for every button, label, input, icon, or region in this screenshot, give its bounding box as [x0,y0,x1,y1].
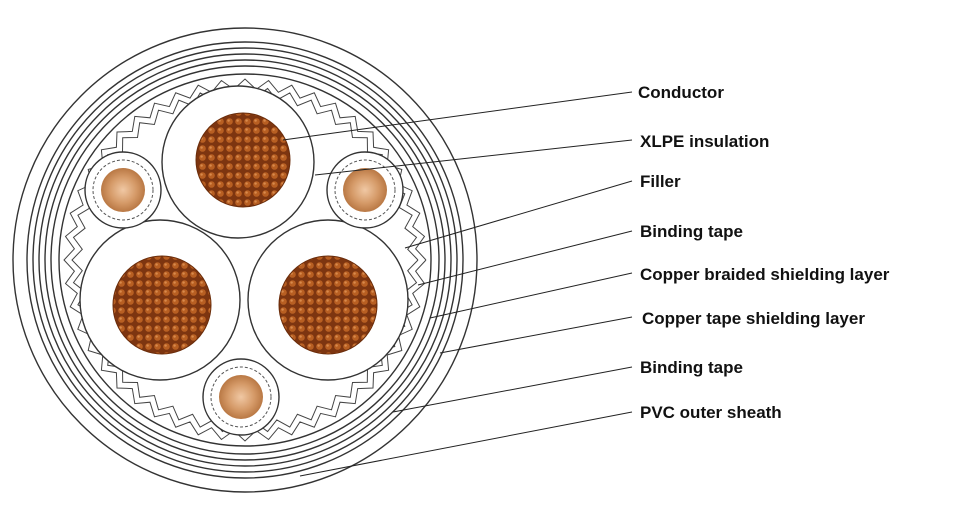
power-core-top [161,85,315,239]
label-binding-tape-outer: Binding tape [640,358,743,377]
copper-tape-shield-ring-outer [32,47,458,473]
copper-braid-ring-inner [50,65,440,455]
leader-lines [282,91,633,477]
conductor-core-left [112,255,212,355]
power-core-right [247,219,409,381]
copper-tape-shield-ring-inner [38,53,452,467]
small-core-right-shield [334,159,396,221]
label-conductor: Conductor [638,83,724,102]
label-copper-braided-shielding-layer: Copper braided shielding layer [640,265,890,284]
small-core-left-shield [92,159,154,221]
leader-line-binding-tape-outer [392,366,633,413]
small-core-right-conductor [343,168,387,212]
conductor-core-top [195,112,291,208]
copper-braid-ring-outer [44,59,446,461]
conductor-core-right [278,255,378,355]
filler-zigzag-1 [71,86,419,434]
label-filler: Filler [640,172,681,191]
leader-line-xlpe-insulation [314,139,633,176]
leader-line-copper-tape [439,316,633,354]
leader-line-pvc-outer-sheath [299,411,633,477]
small-core-bottom-shield [210,366,272,428]
binding-tape-outer-ring [26,41,464,479]
filler-texture [63,78,427,442]
small-core-left-conductor [101,168,145,212]
pvc-outer-sheath-ring [12,27,478,493]
leader-line-copper-braided [429,272,633,319]
small-core-bottom-conductor [219,375,263,419]
label-copper-tape-shielding-layer: Copper tape shielding layer [642,309,865,328]
label-xlpe-insulation: XLPE insulation [640,132,769,151]
label-pvc-outer-sheath: PVC outer sheath [640,403,782,422]
small-core-right [326,151,404,229]
leader-line-binding-tape-inner [417,230,633,286]
small-core-bottom [202,358,280,436]
filler-zigzag-0 [63,78,427,442]
outer-sheath-rings [12,27,478,493]
label-binding-tape-inner: Binding tape [640,222,743,241]
labels: Conductor XLPE insulation Filler Binding… [638,83,890,422]
small-core-left [84,151,162,229]
power-core-left [79,219,241,381]
leader-line-filler [404,180,633,249]
leader-line-conductor [282,91,633,141]
binding-tape-inner-ring [58,73,432,447]
